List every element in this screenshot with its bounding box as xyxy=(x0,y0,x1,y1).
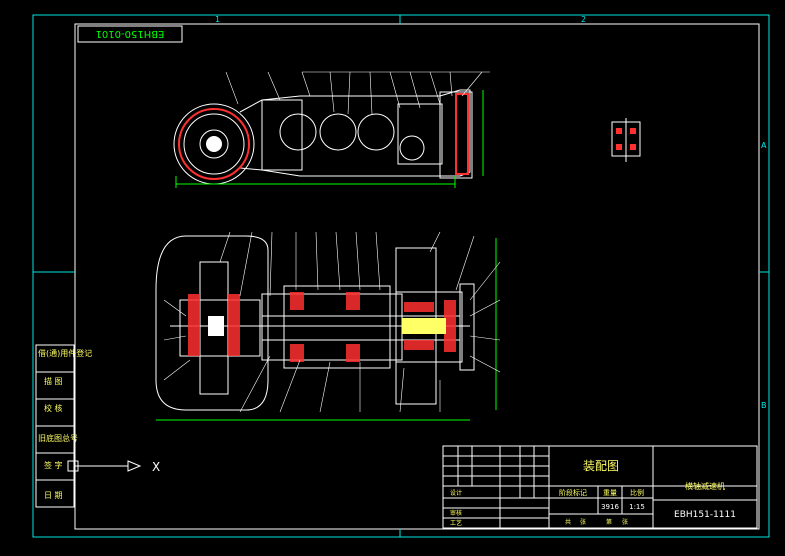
header-weight: 重量 xyxy=(603,489,617,497)
drawing-number: EBH151-1111 xyxy=(674,510,736,520)
row-label-review: 审核 xyxy=(450,509,462,517)
section-view[interactable] xyxy=(155,231,501,421)
inner-frame xyxy=(74,23,760,530)
ucs-icon xyxy=(67,380,142,472)
side-label-date: 日 期 xyxy=(44,491,63,500)
svg-text:EBH150-0101: EBH150-0101 xyxy=(96,28,165,39)
drawing-title: 装配图 xyxy=(583,459,619,473)
top-view[interactable] xyxy=(173,71,490,188)
side-label-trace: 描 图 xyxy=(44,376,63,386)
sheet-total-unit: 张 xyxy=(580,518,586,526)
drawing-code-box: EBH150-0101 xyxy=(77,25,183,43)
ucs-x-label: X xyxy=(152,460,160,474)
title-block[interactable] xyxy=(442,445,758,529)
side-labels: 借(通)用件登记 描 图 校 核 旧底图总号 签 字 日 期 xyxy=(38,348,92,500)
side-label-old-number: 旧底图总号 xyxy=(38,433,78,443)
zone-ticks xyxy=(33,15,769,537)
zone-label-b: B xyxy=(761,401,767,410)
product-name: 横轴减速机 xyxy=(685,481,725,491)
side-label-sign: 签 字 xyxy=(44,460,63,470)
side-label-check: 校 核 xyxy=(44,403,63,413)
outer-frame xyxy=(32,14,770,538)
zone-label-1: 1 xyxy=(215,15,220,24)
sheet-index-unit: 张 xyxy=(622,518,628,526)
sheet-total-label: 共 xyxy=(565,518,571,526)
scale-value: 1:15 xyxy=(629,503,645,511)
row-label-process: 工艺 xyxy=(450,519,462,527)
header-scale: 比例 xyxy=(630,488,644,497)
row-label-design: 设计 xyxy=(450,489,462,497)
detail-view[interactable] xyxy=(611,118,641,162)
sheet-index-label: 第 xyxy=(606,518,612,526)
weight-value: 3916 xyxy=(601,503,619,511)
title-block-text: 装配图 横轴减速机 EBH151-1111 阶段标记 重量 比例 3916 1:… xyxy=(450,459,736,527)
side-label-register: 借(通)用件登记 xyxy=(38,348,92,358)
header-stage: 阶段标记 xyxy=(559,488,587,497)
side-registration-strip xyxy=(35,344,75,508)
zone-label-a: A xyxy=(761,141,767,150)
zone-label-2: 2 xyxy=(581,15,586,24)
